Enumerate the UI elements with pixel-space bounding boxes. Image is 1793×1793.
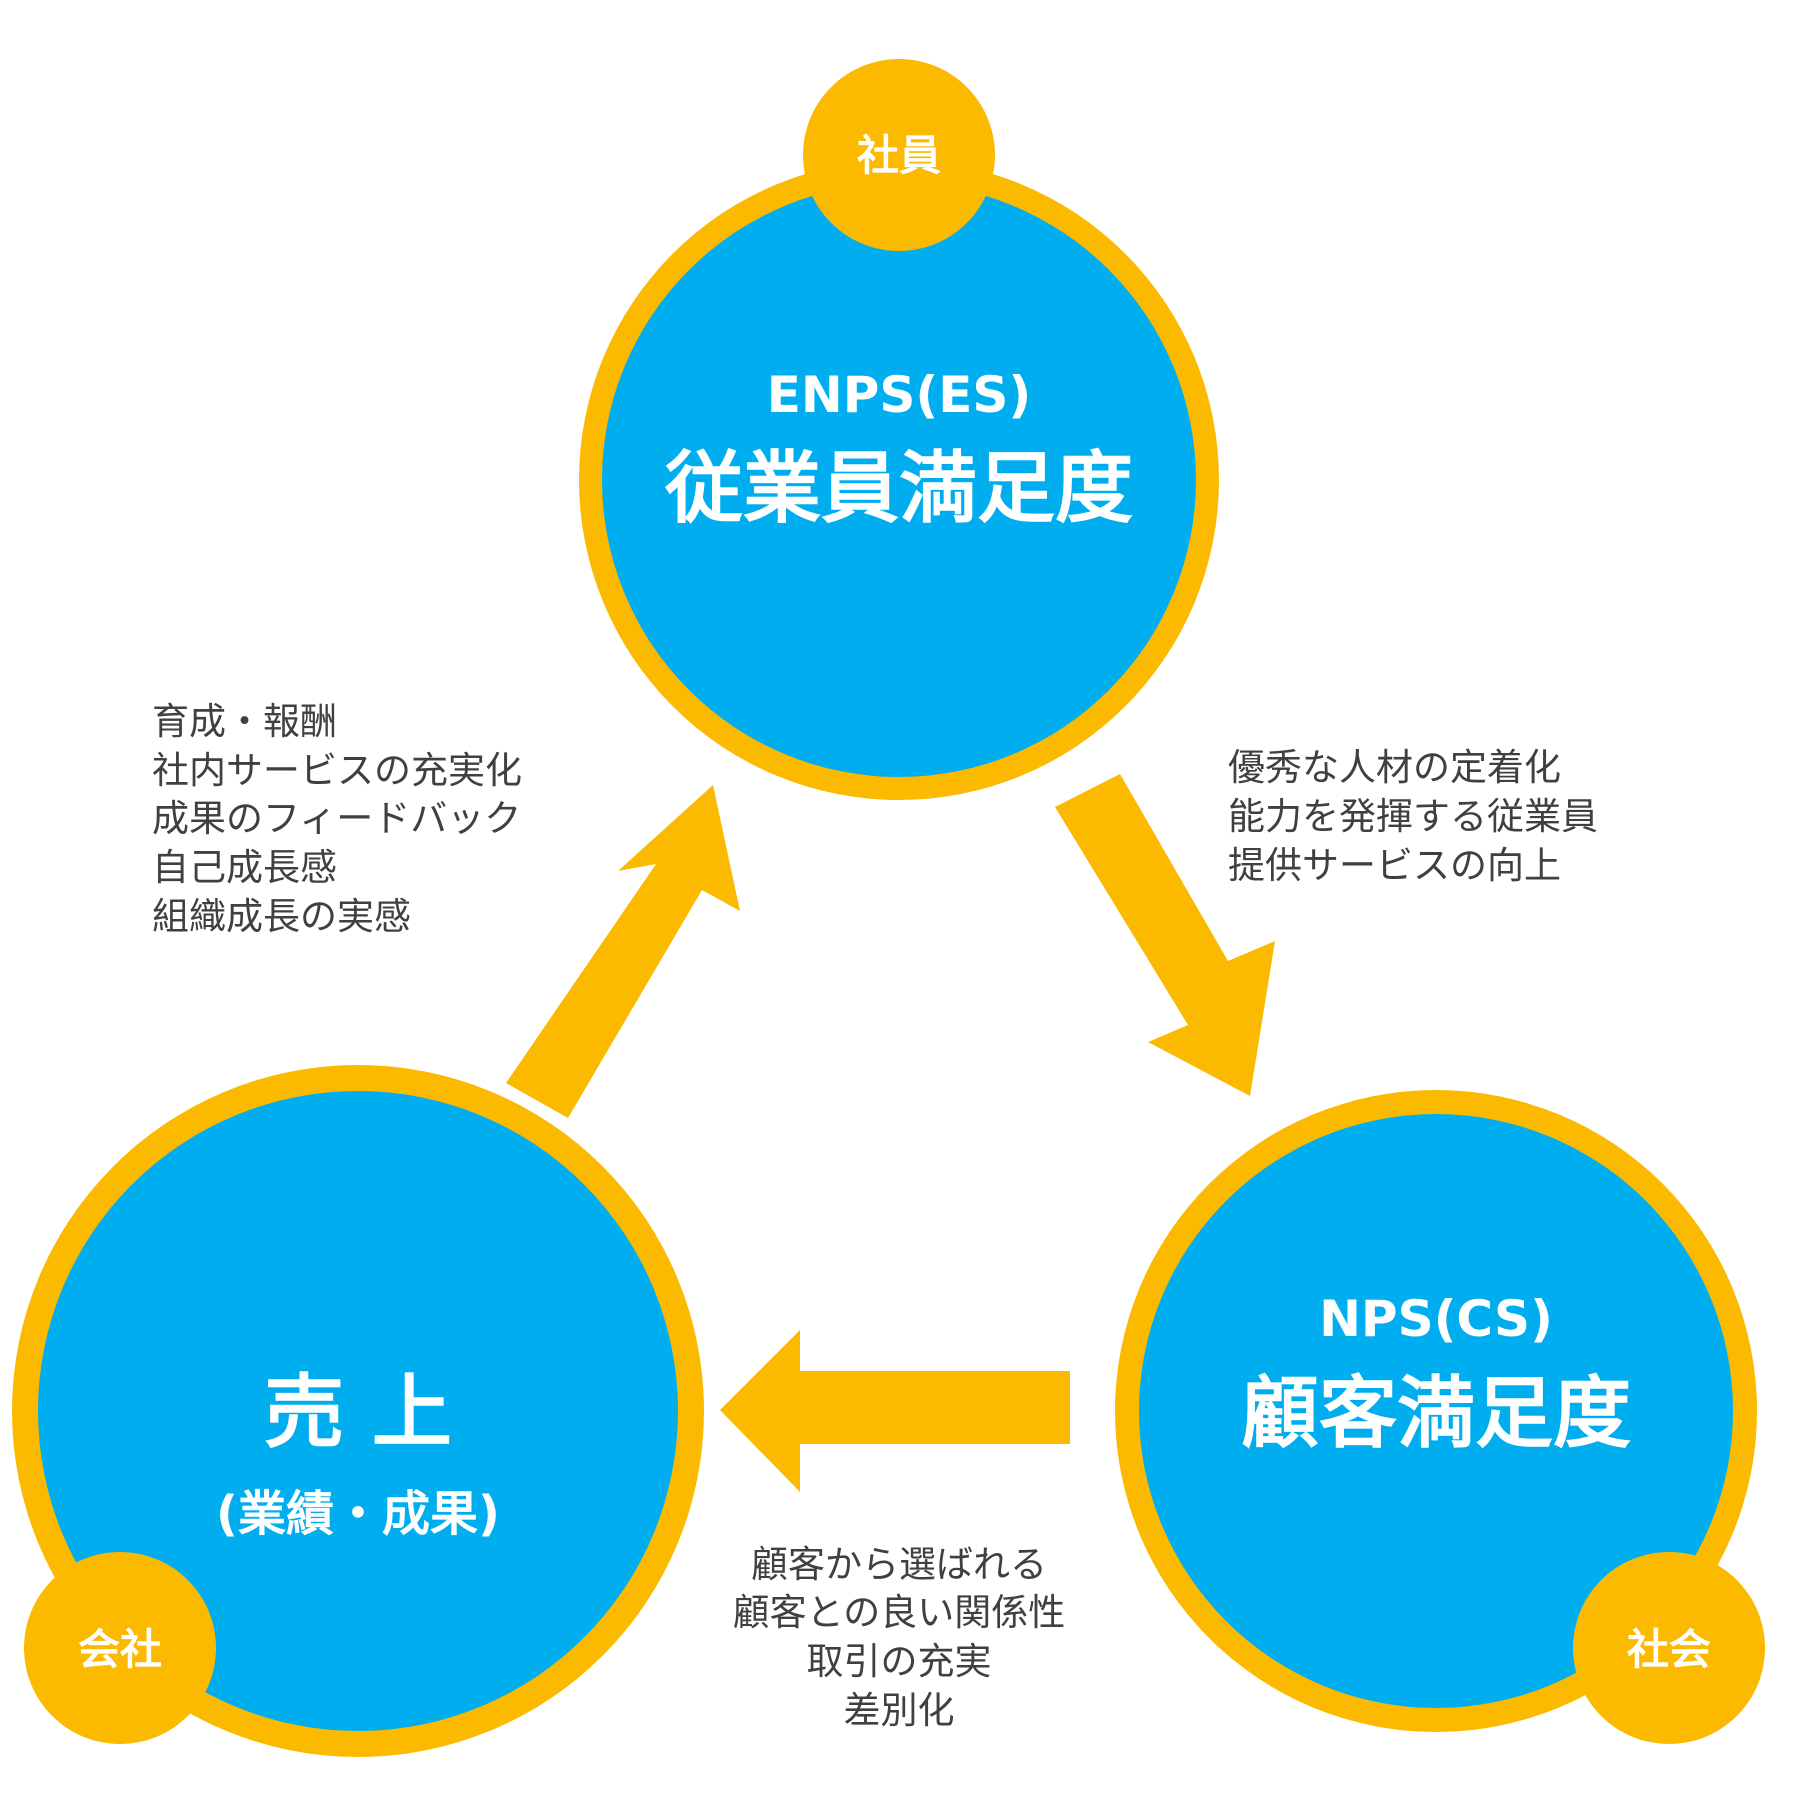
node-cs: 社会 NPS(CS) 顧客満足度 [1115, 1090, 1765, 1744]
note-line: 自己成長感 [152, 846, 337, 889]
cs-subtitle: NPS(CS) [1319, 1290, 1553, 1348]
arrow-cs-to-sales [720, 1330, 1070, 1492]
note-es-to-cs: 優秀な人材の定着化 能力を発揮する従業員 提供サービスの向上 [1228, 746, 1598, 887]
note-sales-to-es: 育成・報酬 社内サービスの充実化 成果のフィードバック 自己成長感 組織成長の実… [152, 700, 522, 938]
note-line: 提供サービスの向上 [1228, 844, 1561, 887]
es-title: 従業員満足度 [664, 444, 1133, 534]
sales-badge-label: 会社 [78, 1625, 162, 1674]
node-sales: 会社 売 上 (業績・成果) [12, 1065, 704, 1757]
note-line: 優秀な人材の定着化 [1228, 746, 1561, 789]
es-subtitle: ENPS(ES) [767, 366, 1032, 424]
cs-title: 顧客満足度 [1241, 1369, 1631, 1459]
arrow-sales-to-es [506, 785, 740, 1118]
note-cs-to-sales: 顧客から選ばれる 顧客との良い関係性 取引の充実 差別化 [733, 1543, 1066, 1732]
es-badge [803, 59, 995, 251]
sales-badge [24, 1552, 216, 1744]
note-line: 社内サービスの充実化 [152, 749, 522, 792]
sales-circle-inner [38, 1091, 678, 1731]
note-line: 成果のフィードバック [152, 797, 521, 840]
sales-title: 売 上 [264, 1366, 452, 1459]
note-line: 育成・報酬 [152, 700, 337, 743]
cs-circle-inner [1139, 1114, 1733, 1708]
es-circle-inner [602, 183, 1196, 777]
note-line: 組織成長の実感 [152, 895, 411, 938]
note-line: 取引の充実 [807, 1640, 992, 1683]
es-badge-label: 社員 [857, 131, 941, 180]
note-line: 差別化 [844, 1689, 955, 1732]
note-line: 能力を発揮する従業員 [1228, 795, 1598, 838]
note-line: 顧客から選ばれる [751, 1543, 1047, 1586]
cs-badge [1573, 1552, 1765, 1744]
node-es: 社員 ENPS(ES) 従業員満足度 [579, 59, 1219, 800]
sales-subtitle: (業績・成果) [216, 1486, 500, 1542]
arrow-es-to-cs [1055, 774, 1275, 1096]
note-line: 顧客との良い関係性 [733, 1591, 1066, 1634]
cs-badge-label: 社会 [1627, 1625, 1711, 1674]
